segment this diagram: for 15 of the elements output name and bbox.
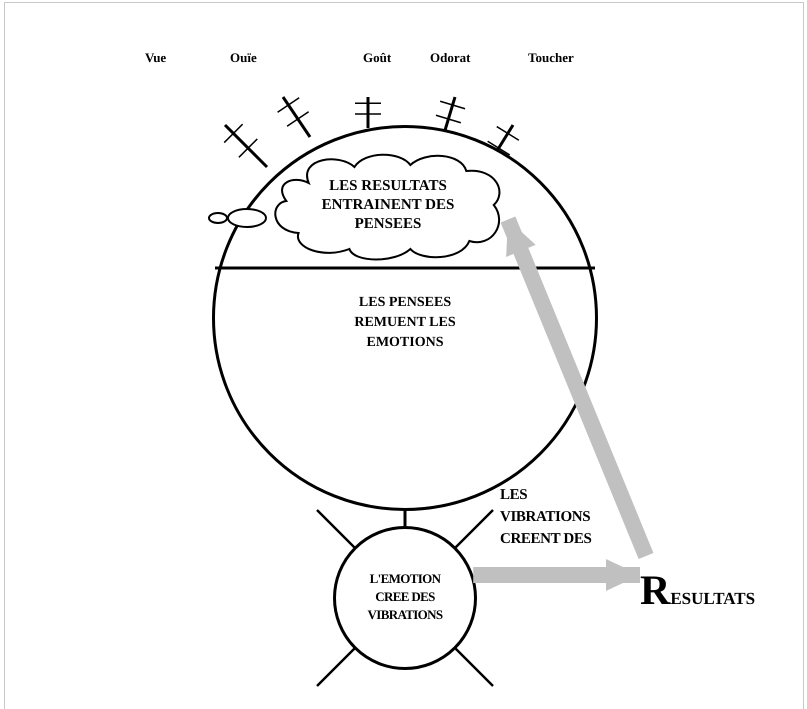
sense-label: Ouïe (230, 49, 257, 67)
node-text: L'EMOTION CREE DES VIBRATIONS (366, 570, 444, 624)
sense-label: Goût (363, 49, 392, 67)
sense-label: Odorat (430, 49, 470, 67)
connector-line (404, 511, 406, 526)
node-text: RESULTATS (640, 570, 756, 612)
block-arrow (500, 216, 654, 560)
sense-label: Toucher (528, 49, 574, 67)
node-text: LES RESULTATS ENTRAINENT DES PENSEES (320, 177, 456, 234)
block-arrow (473, 559, 640, 591)
caption-text: LES VIBRATIONS CREENT DES (500, 486, 592, 549)
node-text: LES PENSEES REMUENT LES EMOTIONS (353, 294, 457, 352)
head-circle (212, 125, 598, 511)
emotion-circle (333, 526, 477, 670)
sense-label: Vue (145, 49, 166, 67)
